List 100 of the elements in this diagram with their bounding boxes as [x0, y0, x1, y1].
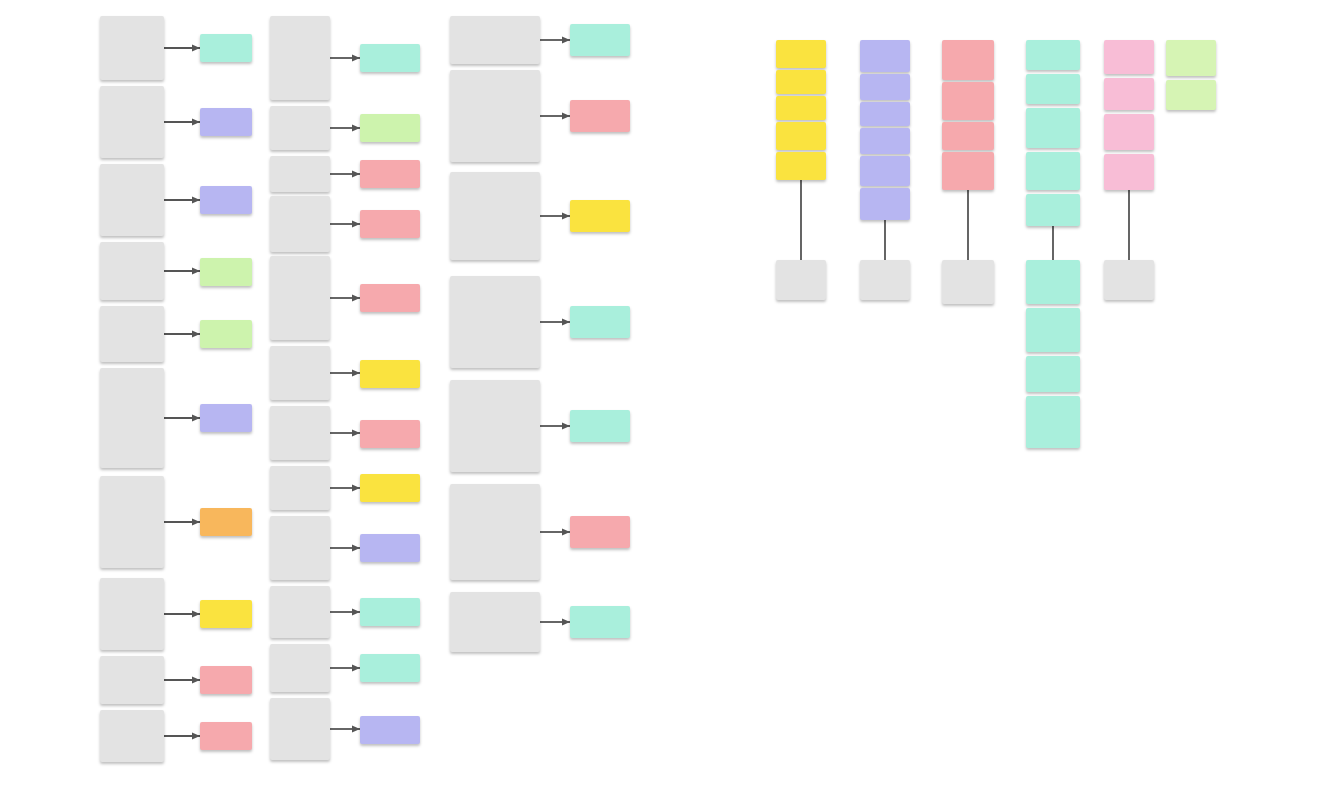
arrow — [329, 484, 361, 492]
arrow — [539, 112, 571, 120]
sticky-note — [860, 156, 910, 186]
sticky-note — [360, 114, 420, 142]
sticky-note — [1104, 154, 1154, 190]
sticky-note — [570, 100, 630, 132]
sticky-note — [200, 108, 252, 136]
note-card — [100, 16, 164, 80]
note-card — [450, 276, 540, 368]
arrow — [539, 36, 571, 44]
note-card — [270, 156, 330, 192]
note-card — [270, 644, 330, 692]
note-card — [270, 586, 330, 638]
sticky-note — [570, 200, 630, 232]
arrow — [163, 676, 201, 684]
note-card — [100, 86, 164, 158]
arrow — [539, 212, 571, 220]
sticky-note — [1166, 40, 1216, 76]
sticky-note — [776, 96, 826, 120]
note-card — [100, 476, 164, 568]
connector-line — [884, 219, 886, 261]
sticky-note — [200, 320, 252, 348]
note-card — [100, 578, 164, 650]
sticky-note — [1026, 356, 1080, 392]
note-card — [450, 592, 540, 652]
sticky-note — [942, 40, 994, 80]
arrow — [329, 608, 361, 616]
note-card — [100, 164, 164, 236]
note-card — [100, 368, 164, 468]
note-card — [100, 242, 164, 300]
note-card — [942, 260, 994, 304]
arrow — [329, 294, 361, 302]
note-card — [450, 70, 540, 162]
sticky-note — [1026, 194, 1080, 226]
note-card — [270, 106, 330, 150]
note-card — [860, 260, 910, 300]
arrow — [539, 528, 571, 536]
sticky-note — [360, 160, 420, 188]
sticky-note — [1026, 152, 1080, 190]
sticky-note — [360, 654, 420, 682]
note-card — [100, 306, 164, 362]
note-card — [450, 172, 540, 260]
sticky-note — [360, 210, 420, 238]
arrow — [329, 54, 361, 62]
sticky-note — [1026, 308, 1080, 352]
note-card — [270, 698, 330, 760]
connector-line — [967, 189, 969, 261]
sticky-note — [860, 188, 910, 220]
arrow — [163, 44, 201, 52]
arrow — [329, 170, 361, 178]
sticky-note — [942, 152, 994, 190]
note-card — [776, 260, 826, 300]
note-card — [270, 16, 330, 100]
sticky-note — [360, 359, 420, 387]
arrow — [163, 610, 201, 618]
sticky-note — [570, 24, 630, 56]
sticky-note — [860, 74, 910, 100]
note-card — [450, 484, 540, 580]
note-card — [270, 256, 330, 340]
sticky-note — [942, 82, 994, 120]
sticky-note — [360, 474, 420, 502]
sticky-note — [360, 419, 420, 447]
sticky-note — [570, 410, 630, 442]
sticky-note — [200, 404, 252, 432]
arrow — [163, 732, 201, 740]
sticky-note — [860, 128, 910, 154]
arrow — [163, 330, 201, 338]
arrow — [329, 369, 361, 377]
arrow — [329, 544, 361, 552]
arrow — [163, 118, 201, 126]
sticky-note — [570, 606, 630, 638]
sticky-note — [200, 666, 252, 694]
sticky-note — [570, 306, 630, 338]
arrow — [329, 220, 361, 228]
sticky-note — [1026, 40, 1080, 70]
sticky-note — [1104, 114, 1154, 150]
note-card — [100, 656, 164, 704]
note-card — [1104, 260, 1154, 300]
arrow — [539, 422, 571, 430]
sticky-note — [200, 508, 252, 536]
arrow — [163, 414, 201, 422]
arrow — [539, 618, 571, 626]
note-card — [450, 16, 540, 64]
arrow — [329, 124, 361, 132]
note-card — [450, 380, 540, 472]
sticky-note — [776, 152, 826, 180]
arrow — [329, 664, 361, 672]
sticky-note — [200, 722, 252, 750]
arrow — [163, 196, 201, 204]
sticky-note — [942, 122, 994, 150]
sticky-note — [1166, 80, 1216, 110]
sticky-note — [360, 715, 420, 743]
sticky-note — [860, 102, 910, 126]
arrow — [329, 725, 361, 733]
arrow — [329, 429, 361, 437]
connector-line — [1052, 225, 1054, 261]
sticky-note — [860, 40, 910, 72]
sticky-note — [570, 516, 630, 548]
sticky-note — [1026, 396, 1080, 448]
note-card — [270, 346, 330, 400]
